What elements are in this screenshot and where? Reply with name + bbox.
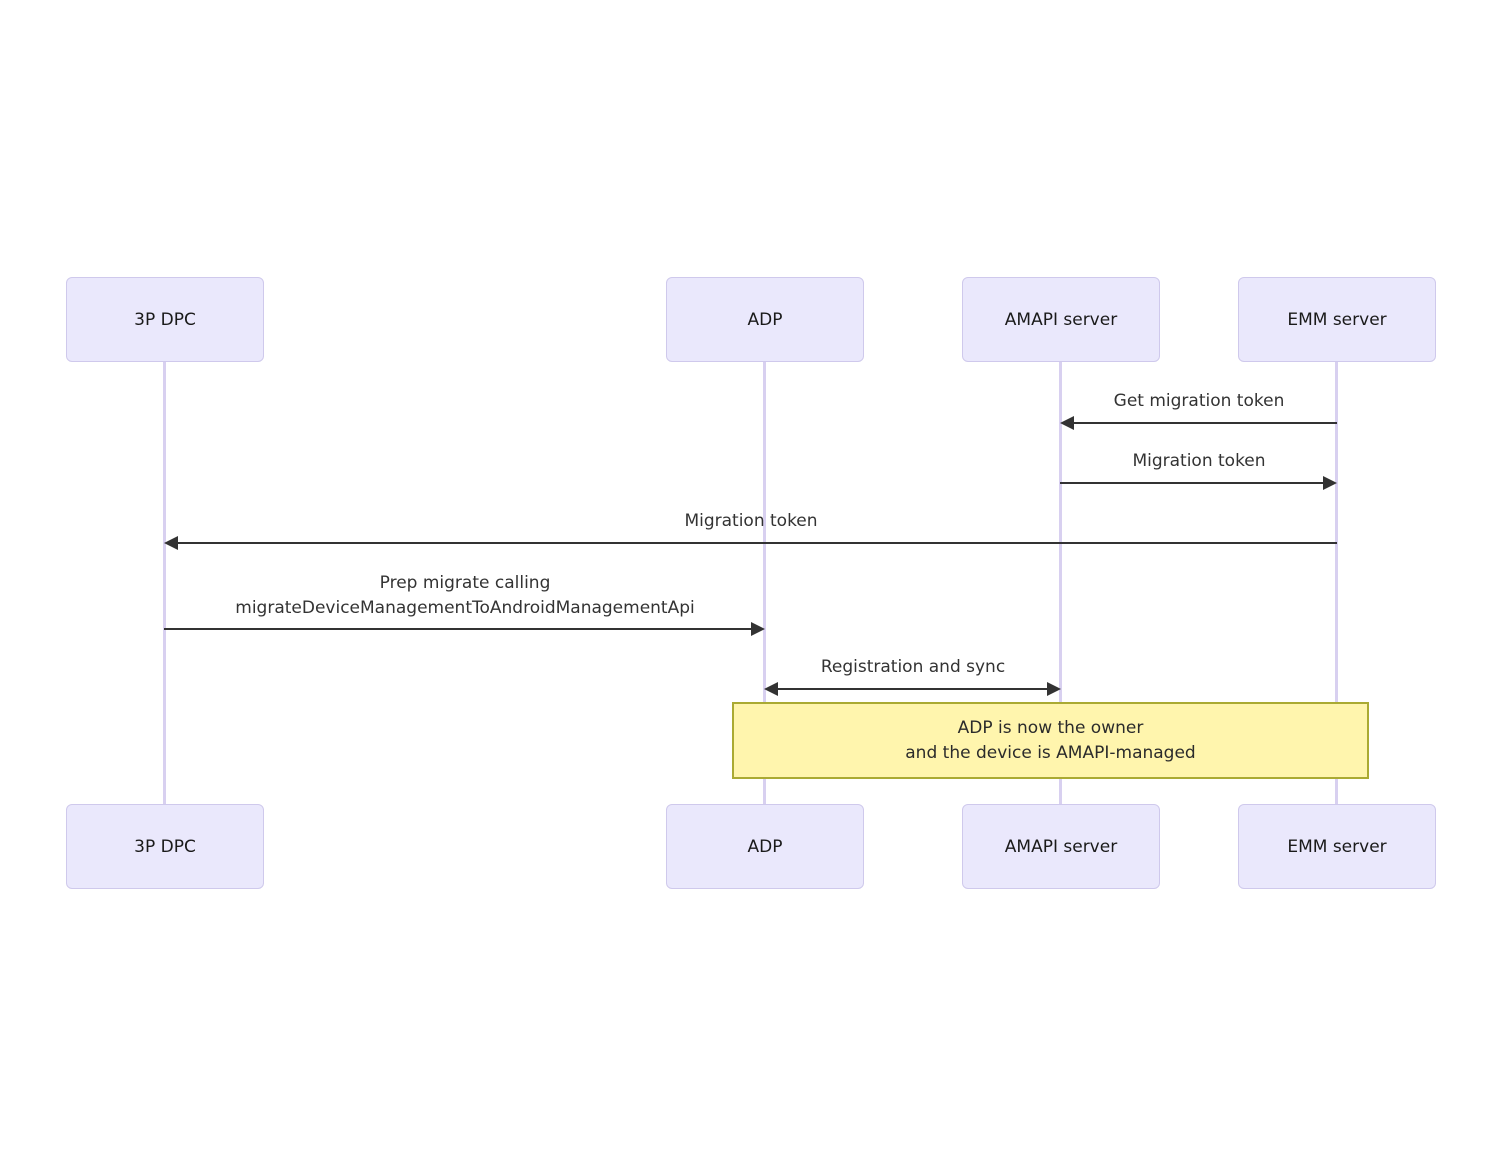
message-label-migration-token-to-dpc: Migration token	[684, 511, 818, 531]
actor-adp-bottom: ADP	[666, 804, 864, 889]
note-line: and the device is AMAPI-managed	[905, 742, 1196, 763]
lifeline-amapi-server	[1059, 362, 1062, 805]
actor-emm-server-bottom: EMM server	[1238, 804, 1436, 889]
actor-3p-dpc-top: 3P DPC	[66, 277, 264, 362]
actor-label: EMM server	[1287, 309, 1387, 330]
message-label-get-migration-token: Get migration token	[1113, 391, 1285, 411]
message-arrow-prep-migrate	[164, 622, 765, 636]
actor-emm-server-top: EMM server	[1238, 277, 1436, 362]
note-line: ADP is now the owner	[957, 717, 1144, 738]
arrowhead-right-icon	[751, 622, 765, 636]
message-arrow-get-migration-token	[1060, 416, 1337, 430]
actor-label: ADP	[747, 836, 783, 857]
arrow-shaft	[1071, 422, 1337, 424]
note-adp-owner: ADP is now the owner and the device is A…	[732, 702, 1369, 779]
arrow-shaft	[175, 542, 1337, 544]
message-label-line: migrateDeviceManagementToAndroidManageme…	[235, 598, 695, 618]
actor-label: 3P DPC	[134, 309, 196, 330]
arrowhead-right-icon	[1323, 476, 1337, 490]
actor-label: EMM server	[1287, 836, 1387, 857]
message-arrow-registration-and-sync	[764, 682, 1061, 696]
message-arrow-migration-token-to-dpc	[164, 536, 1337, 550]
actor-label: AMAPI server	[1004, 836, 1118, 857]
arrowhead-left-icon	[764, 682, 778, 696]
actor-label: ADP	[747, 309, 783, 330]
lifeline-emm-server	[1335, 362, 1338, 805]
actor-amapi-server-bottom: AMAPI server	[962, 804, 1160, 889]
actor-amapi-server-top: AMAPI server	[962, 277, 1160, 362]
actor-adp-top: ADP	[666, 277, 864, 362]
lifeline-adp	[763, 362, 766, 805]
arrow-shaft	[164, 628, 754, 630]
actor-label: AMAPI server	[1004, 309, 1118, 330]
arrow-shaft	[775, 688, 1050, 690]
arrow-shaft	[1060, 482, 1326, 484]
lifeline-3p-dpc	[163, 362, 166, 805]
actor-label: 3P DPC	[134, 836, 196, 857]
actor-3p-dpc-bottom: 3P DPC	[66, 804, 264, 889]
arrowhead-left-icon	[1060, 416, 1074, 430]
message-label-prep-migrate: Prep migrate calling migrateDeviceManage…	[235, 571, 694, 621]
message-label-line: Prep migrate calling	[379, 573, 551, 593]
arrowhead-left-icon	[164, 536, 178, 550]
message-label-registration-and-sync: Registration and sync	[820, 657, 1006, 677]
message-label-migration-token-to-emm: Migration token	[1132, 451, 1266, 471]
message-arrow-migration-token-to-emm	[1060, 476, 1337, 490]
arrowhead-right-icon	[1047, 682, 1061, 696]
